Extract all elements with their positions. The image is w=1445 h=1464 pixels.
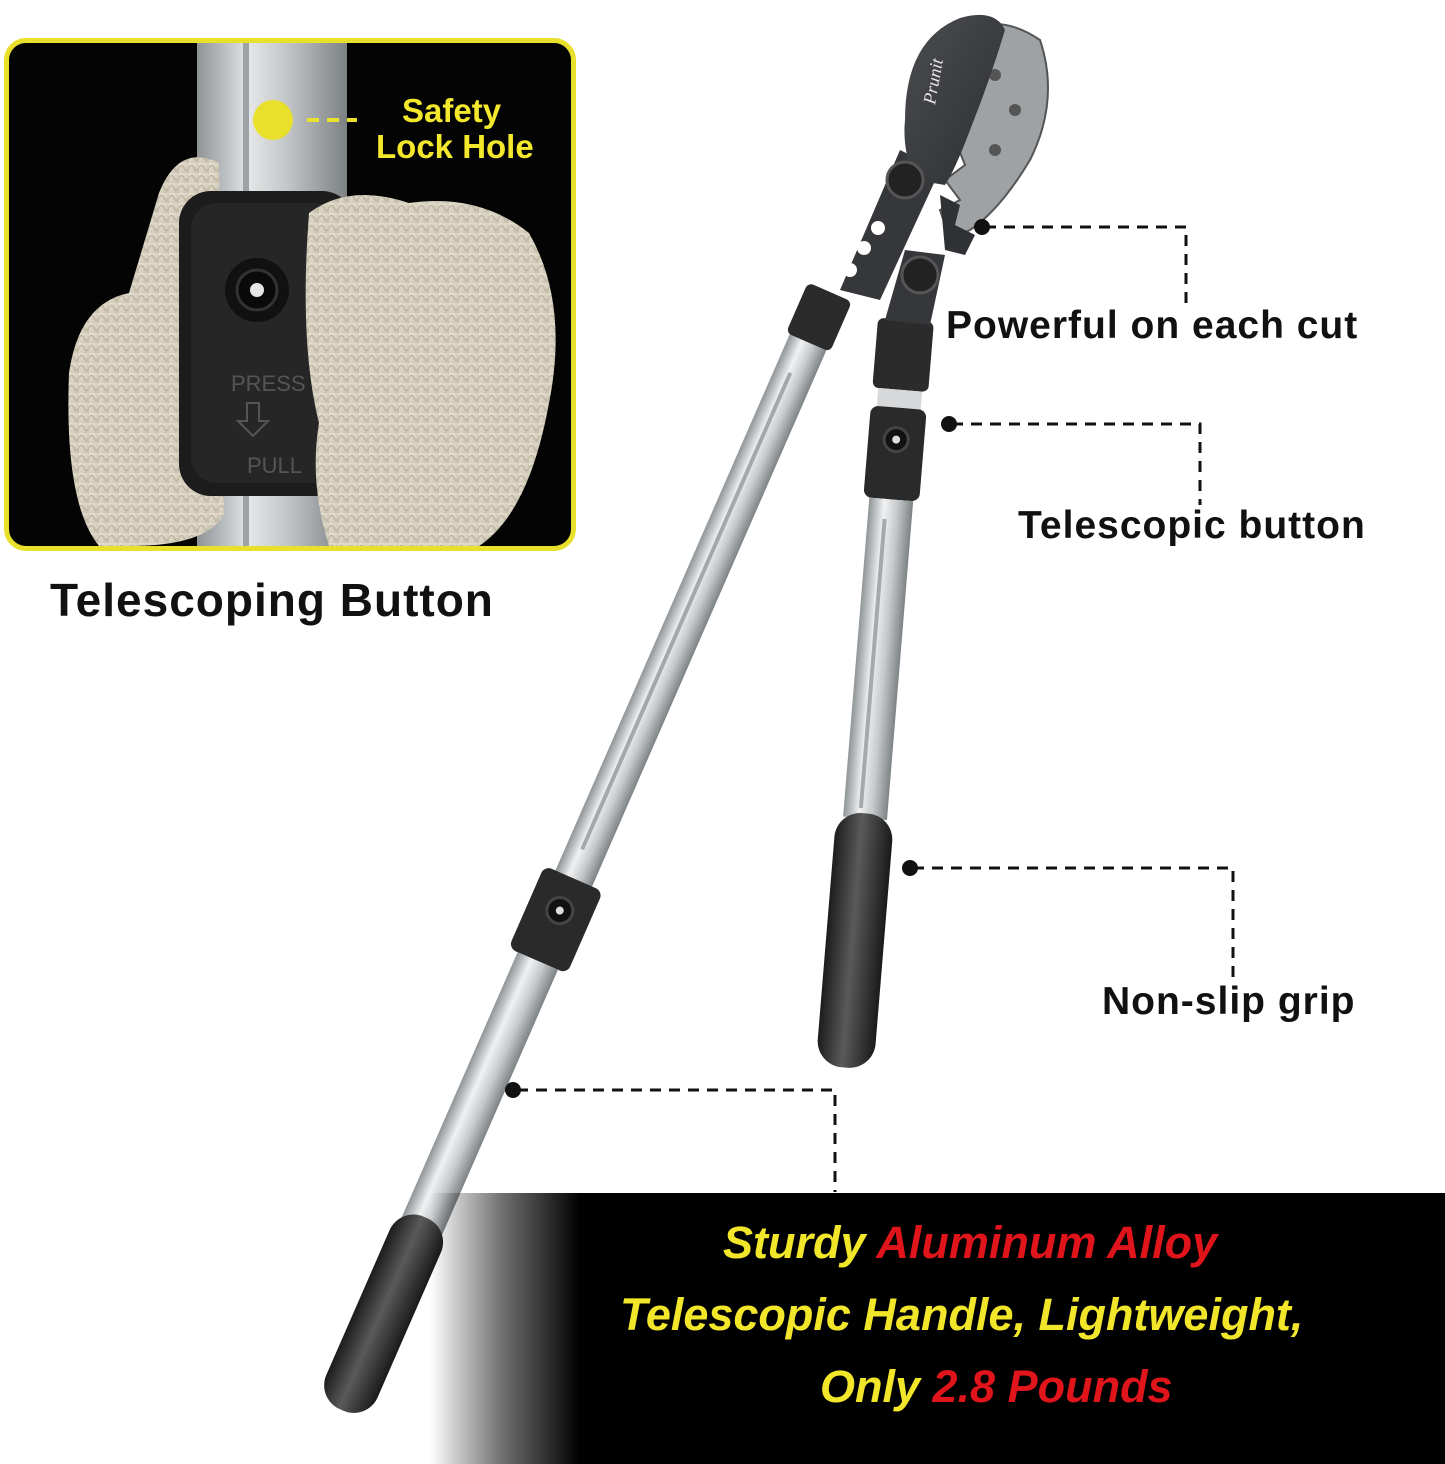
press-text: PRESS xyxy=(231,371,306,396)
banner-line2-yellow: Telescopic Handle, Lightweight, xyxy=(620,1289,1304,1340)
gear-teeth xyxy=(940,195,975,255)
banner-line1: Sturdy Aluminum Alloy xyxy=(723,1217,1217,1269)
callout-grip: Non-slip grip xyxy=(1102,980,1356,1023)
callout-telescopic: Telescopic button xyxy=(1018,504,1366,547)
callout-leaders xyxy=(517,225,1235,1192)
leader-grip xyxy=(913,866,1235,978)
dot-cut xyxy=(974,219,990,235)
leader-telescopic xyxy=(952,422,1202,505)
cutting-head: Prunit xyxy=(840,14,1049,325)
short-handle-telescopic-collar xyxy=(863,406,927,502)
feature-banner: Sturdy Aluminum Alloy Telescopic Handle,… xyxy=(430,1193,1445,1464)
banner-line1-yellow: Sturdy xyxy=(723,1217,877,1268)
banner-line3: Only 2.8 Pounds xyxy=(820,1361,1173,1413)
banner-line1-red: Aluminum Alloy xyxy=(876,1217,1218,1268)
inset-caption: Telescoping Button xyxy=(50,574,494,626)
leader-cut xyxy=(985,225,1188,308)
short-handle-collar-top xyxy=(872,318,934,392)
long-handle xyxy=(324,284,851,1413)
pull-text: PULL xyxy=(247,453,302,478)
dot-telescopic xyxy=(941,416,957,432)
long-handle-grip xyxy=(324,1214,444,1413)
short-handle-tube xyxy=(843,497,914,821)
pivot-bolt-lower xyxy=(900,255,940,295)
glove-right xyxy=(305,195,556,546)
long-handle-upper-tube xyxy=(553,334,827,892)
banner-line3-red: 2.8 Pounds xyxy=(932,1361,1173,1412)
banner-line3-yellow: Only xyxy=(820,1361,933,1412)
inset-panel: PRESS PULL Safety Lock Hole xyxy=(4,38,576,551)
inset-photo: PRESS PULL xyxy=(68,43,556,546)
long-handle-collar-top xyxy=(787,284,851,351)
dot-grip xyxy=(902,860,918,876)
pivot-bolt-upper xyxy=(885,160,925,200)
dot-alloy xyxy=(505,1082,521,1098)
press-arrow-icon xyxy=(235,402,271,438)
short-handle xyxy=(817,318,934,1068)
callout-cut: Powerful on each cut xyxy=(946,304,1359,347)
safety-label-line2: Lock Hole xyxy=(376,128,534,165)
long-handle-lower-tube xyxy=(397,952,558,1245)
leader-alloy xyxy=(517,1088,837,1192)
safety-lock-hole-icon xyxy=(253,100,293,140)
short-handle-grip xyxy=(817,813,893,1068)
banner-line2: Telescopic Handle, Lightweight, xyxy=(620,1289,1303,1341)
blade xyxy=(904,14,1005,185)
callout-dots xyxy=(505,219,990,1098)
safety-label-line1: Safety xyxy=(402,92,502,129)
